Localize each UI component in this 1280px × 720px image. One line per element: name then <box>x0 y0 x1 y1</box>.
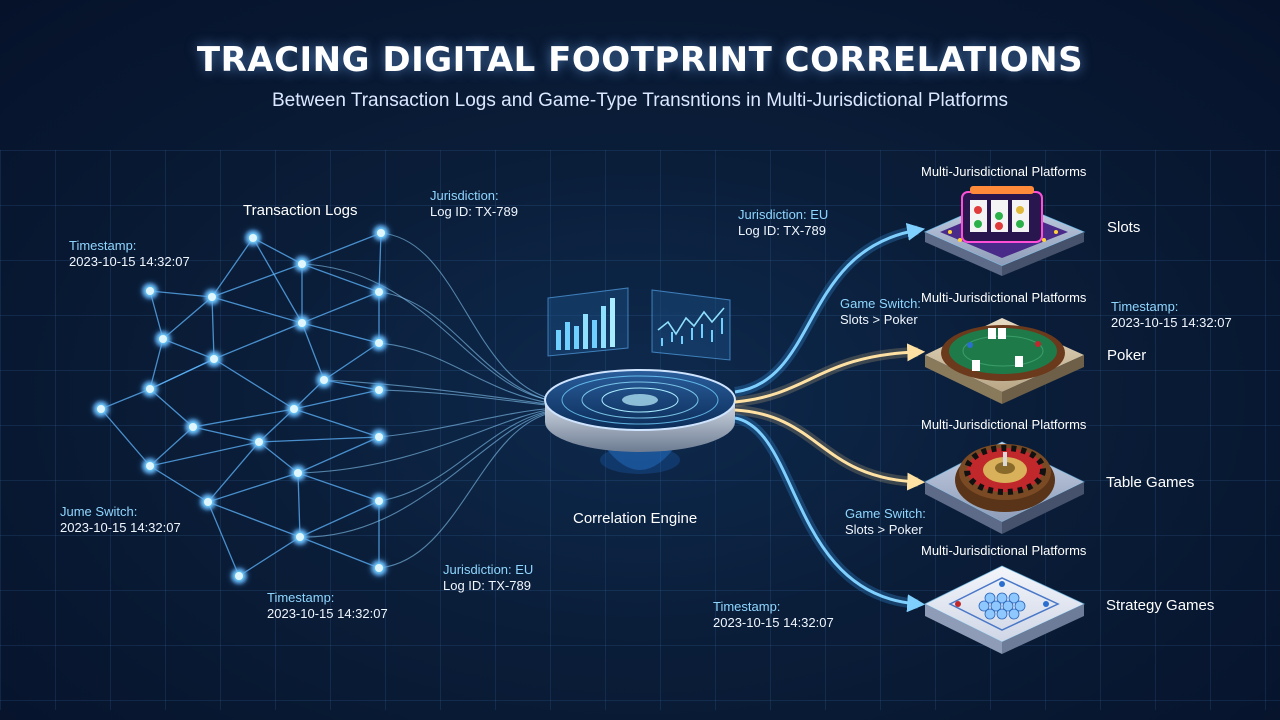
node[interactable] <box>369 282 389 302</box>
node[interactable] <box>369 558 389 578</box>
fiber-bundle <box>297 232 556 569</box>
game-label-poker: Poker <box>1107 347 1147 364</box>
platform-header-strategy-games: Multi-Jurisdictional Platforms <box>921 543 1087 558</box>
node[interactable] <box>369 333 389 353</box>
platform-header-poker: Multi-Jurisdictional Platforms <box>921 290 1087 305</box>
timestamp-annotation-bottom-left: Timestamp: 2023-10-15 14:32:07 <box>267 590 388 622</box>
annotation-value: 2023-10-15 14:32:07 <box>713 615 834 630</box>
node[interactable] <box>314 370 334 390</box>
node[interactable] <box>369 427 389 447</box>
game-switch-annotation-1: Game Switch: Slots > Poker <box>840 296 921 328</box>
node[interactable] <box>369 491 389 511</box>
annotation-value: Log ID: TX-789 <box>430 204 518 219</box>
strategy-board-icon[interactable] <box>923 565 1086 654</box>
roulette-wheel-icon[interactable] <box>923 441 1086 534</box>
annotation-key: Jume Switch: <box>60 504 138 519</box>
annotation-value: 2023-10-15 14:32:07 <box>1111 315 1232 330</box>
game-label-table-games: Table Games <box>1106 474 1195 491</box>
annotation-key: Game Switch: <box>845 506 926 521</box>
hologram-bar-chart-icon <box>547 287 629 357</box>
jurisdiction-annotation-bottom-left: Jurisdiction: EU Log ID: TX-789 <box>443 562 533 594</box>
page-title: TRACING DIGITAL FOOTPRINT CORRELATIONS <box>196 40 1084 80</box>
annotation-value: Log ID: TX-789 <box>443 578 531 593</box>
timestamp-annotation-top-left: Timestamp: 2023-10-15 14:32:07 <box>69 238 190 270</box>
annotation-value: 2023-10-15 14:32:07 <box>60 520 181 535</box>
flow-to-strategy-games <box>733 413 926 613</box>
game-label-strategy-games: Strategy Games <box>1106 597 1215 614</box>
timestamp-annotation-bottom-right: Timestamp: 2023-10-15 14:32:07 <box>713 599 834 631</box>
correlation-engine-disc[interactable] <box>544 369 736 474</box>
node[interactable] <box>292 313 312 333</box>
node[interactable] <box>243 228 263 248</box>
transaction-logs-label: Transaction Logs <box>243 202 358 219</box>
network-edges <box>100 232 382 577</box>
node[interactable] <box>371 223 391 243</box>
annotation-key: Timestamp: <box>267 590 335 605</box>
game-switch-annotation-2: Game Switch: Slots > Poker <box>845 506 926 538</box>
annotation-value: 2023-10-15 14:32:07 <box>267 606 388 621</box>
node[interactable] <box>229 566 249 586</box>
page-subtitle: Between Transaction Logs and Game-Type T… <box>271 90 1009 111</box>
node[interactable] <box>140 379 160 399</box>
node[interactable] <box>140 281 160 301</box>
flow-to-table-games <box>734 405 926 491</box>
node[interactable] <box>140 456 160 476</box>
annotation-key: Timestamp: <box>713 599 781 614</box>
annotation-key: Game Switch: <box>840 296 921 311</box>
node[interactable] <box>153 329 173 349</box>
network-nodes <box>91 223 391 586</box>
switch-annotation-left: Jume Switch: 2023-10-15 14:32:07 <box>60 504 181 536</box>
node[interactable] <box>183 417 203 437</box>
correlation-engine-label: Correlation Engine <box>573 510 698 527</box>
platform-header-slots: Multi-Jurisdictional Platforms <box>921 164 1087 179</box>
jurisdiction-annotation-top-left: Jurisdiction: Log ID: TX-789 <box>430 188 518 220</box>
node[interactable] <box>284 399 304 419</box>
annotation-value: Slots > Poker <box>845 522 923 537</box>
annotation-value: Log ID: TX-789 <box>738 223 826 238</box>
node[interactable] <box>198 492 218 512</box>
node[interactable] <box>369 380 389 400</box>
flow-to-poker <box>734 343 926 407</box>
node[interactable] <box>204 349 224 369</box>
game-label-slots: Slots <box>1107 219 1141 236</box>
annotation-key: Jurisdiction: EU <box>738 207 829 222</box>
node[interactable] <box>249 432 269 452</box>
platform-header-table-games: Multi-Jurisdictional Platforms <box>921 417 1087 432</box>
node[interactable] <box>292 254 312 274</box>
annotation-key: Jurisdiction: <box>430 188 499 203</box>
node[interactable] <box>288 463 308 483</box>
annotation-key: Jurisdiction: EU <box>443 562 534 577</box>
flow-to-slots <box>734 222 926 397</box>
node[interactable] <box>290 527 310 547</box>
jurisdiction-annotation-top-right: Jurisdiction: EU Log ID: TX-789 <box>738 207 828 239</box>
hologram-line-chart-icon <box>651 289 731 361</box>
annotation-key: Timestamp: <box>69 238 137 253</box>
slots-machine-icon[interactable] <box>923 186 1086 276</box>
node[interactable] <box>202 287 222 307</box>
annotation-key: Timestamp: <box>1111 299 1179 314</box>
node[interactable] <box>91 399 111 419</box>
annotation-value: Slots > Poker <box>840 312 918 327</box>
annotation-value: 2023-10-15 14:32:07 <box>69 254 190 269</box>
poker-table-icon[interactable] <box>925 318 1084 404</box>
timestamp-annotation-right: Timestamp: 2023-10-15 14:32:07 <box>1111 299 1232 331</box>
